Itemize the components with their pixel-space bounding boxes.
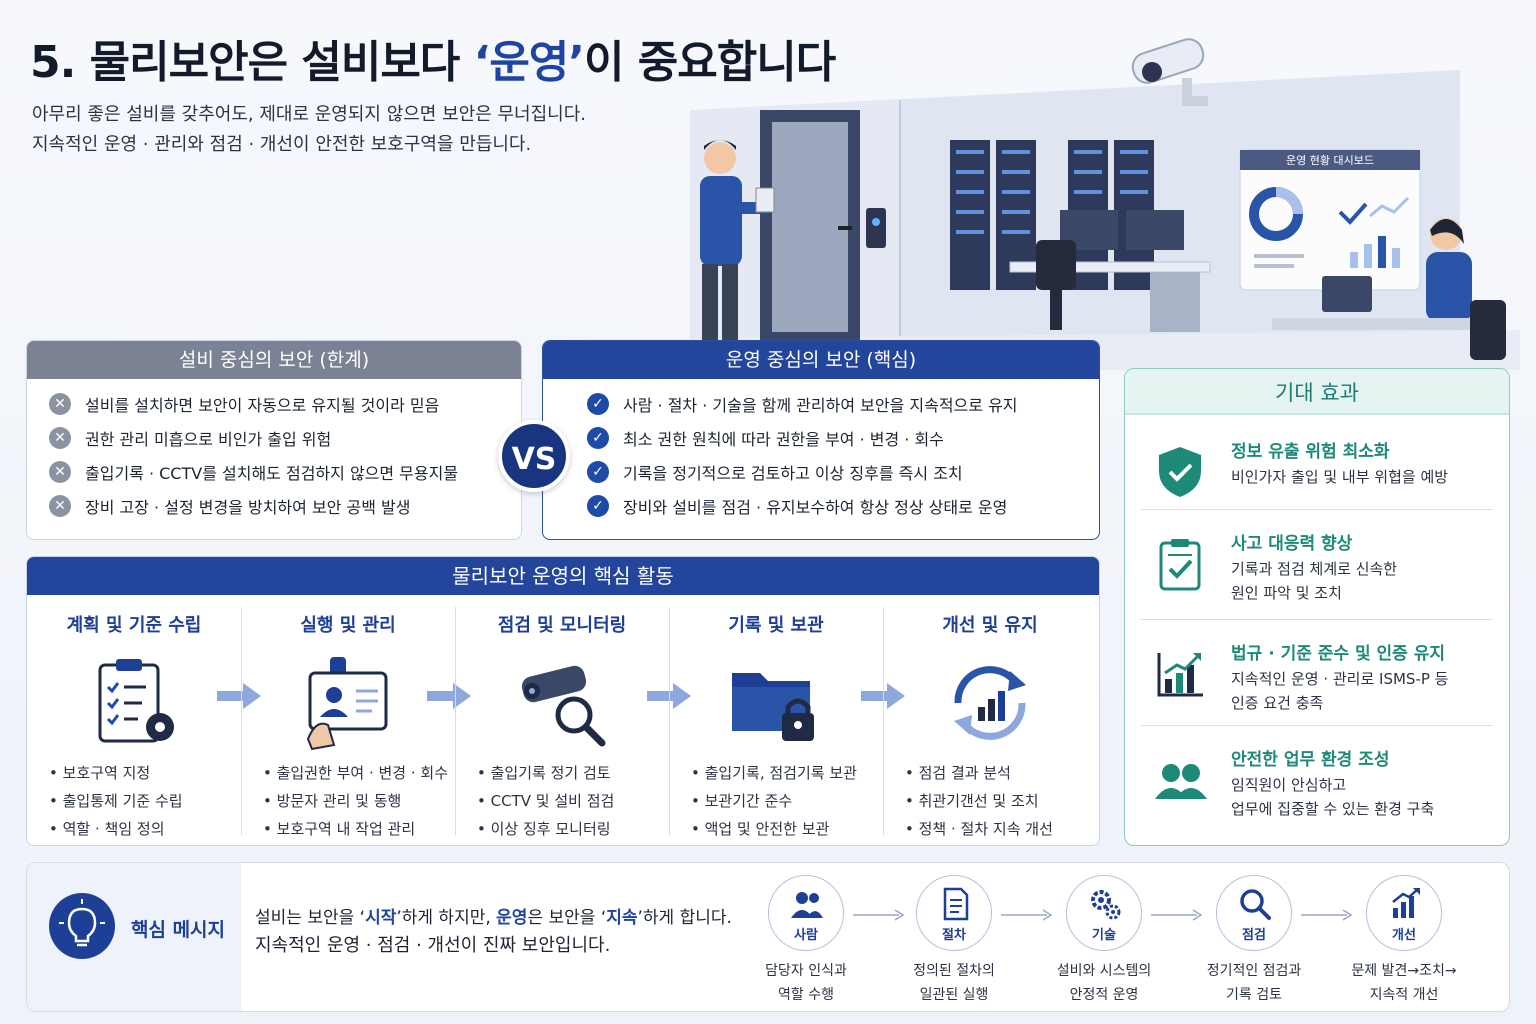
key-message-line2: 지속적인 운영 · 점검 · 개선이 진짜 보안입니다. xyxy=(255,935,611,956)
arrow-right-icon xyxy=(1151,909,1203,921)
intro-text-1: 아무리 좋은 설비를 갖추어도, 제대로 운영되지 않으면 보안은 무너집니다. xyxy=(32,104,587,125)
flow-node-improvement: 개선 문제 발견→조치→지속적 개선 xyxy=(1339,875,1469,1011)
activity-bullets: • 출입기록, 점검기록 보관 • 보관기간 준수 • 액업 및 안전한 보관 xyxy=(691,764,857,838)
monitor-desk-icon xyxy=(1009,210,1211,332)
dashboard-panel: 운영 현황 대시보드 xyxy=(1239,149,1421,291)
vs-badge: VS xyxy=(498,420,570,492)
key-message-panel: 핵심 메시지 설비는 보안을 ‘시작’하게 하지만, 운영은 보안을 ‘지속’하… xyxy=(26,862,1510,1012)
gears-icon xyxy=(1091,890,1121,920)
limit-list: ✕설비를 설치하면 보안이 자동으로 유지될 것이라 믿음 ✕권한 관리 미흡으… xyxy=(27,379,521,523)
intro-text-2: 지속적인 운영 · 관리와 점검 · 개선이 안전한 보호구역을 만듭니다. xyxy=(32,134,532,155)
activity-title: 점검 및 모니터링 xyxy=(497,615,627,636)
arrow-right-icon xyxy=(1301,909,1353,921)
lightbulb-icon xyxy=(49,893,115,959)
arrow-right-icon xyxy=(1001,909,1053,921)
core-item: ✓장비와 설비를 점검 · 유지보수하여 항상 정상 상태로 운영 xyxy=(587,489,1099,523)
cctv-camera-icon xyxy=(1131,38,1208,106)
core-activities-title: 물리보안 운영의 핵심 활동 xyxy=(27,557,1099,595)
bar-chart-up-icon xyxy=(1392,888,1420,918)
cycle-chart-icon xyxy=(954,666,1026,740)
activity-title: 계획 및 기준 수립 xyxy=(66,615,202,636)
activity-bullets: • 점검 결과 분석 • 취관기갠선 및 조치 • 정책 · 절차 지속 개선 xyxy=(905,764,1053,838)
cctv-magnifier-icon xyxy=(521,665,606,747)
limit-item: ✕설비를 설치하면 보안이 자동으로 유지될 것이라 믿음 xyxy=(49,387,521,421)
growth-chart-icon xyxy=(1157,653,1203,697)
users-icon xyxy=(1155,764,1207,799)
dashboard-label: 운영 현황 대시보드 xyxy=(1286,154,1374,167)
activity-step-monitor: 점검 및 모니터링 • 출입기록 정기 검토 • CCTV 및 설비 점검 • … xyxy=(455,605,669,839)
page-title: 5. 물리보안은 설비보다 ‘운영’이 중요합니다 xyxy=(30,37,836,88)
limit-item: ✕권한 관리 미흡으로 비인가 출입 위험 xyxy=(49,421,521,455)
activity-step-execute: 실행 및 관리 • 출입권한 부여 · 변경 · 회수 • 방문자 관리 및 동… xyxy=(241,605,455,839)
document-icon xyxy=(943,887,969,921)
x-circle-icon: ✕ xyxy=(49,461,71,483)
core-item: ✓기록을 정기적으로 검토하고 이상 징후를 즉시 조치 xyxy=(587,455,1099,489)
operation-centric-panel: 운영 중심의 보안 (핵심) ✓사람 · 절차 · 기술을 함께 관리하여 보안… xyxy=(542,340,1100,540)
activity-bullets: • 출입기록 정기 검토 • CCTV 및 설비 점검 • 이상 징후 모니터링 xyxy=(477,764,615,838)
door-icon xyxy=(760,110,886,340)
limit-item: ✕장비 고장 · 설정 변경을 방치하여 보안 공백 발생 xyxy=(49,489,521,523)
arrow-right-icon xyxy=(861,683,905,709)
id-card-icon xyxy=(306,657,388,751)
check-circle-icon: ✓ xyxy=(587,427,609,449)
activity-title: 기록 및 보관 xyxy=(728,615,824,636)
equipment-centric-panel: 설비 중심의 보안 (한계) ✕설비를 설치하면 보안이 자동으로 유지될 것이… xyxy=(26,340,522,540)
person-at-door-icon xyxy=(700,140,775,340)
limit-item: ✕출입기록 · CCTV를 설치해도 점검하지 않으면 무용지물 xyxy=(49,455,521,489)
secure-room-illustration: 운영 현황 대시보드 xyxy=(560,38,1520,370)
activity-title: 실행 및 관리 xyxy=(300,615,396,636)
activity-title: 개선 및 유지 xyxy=(942,615,1038,636)
core-activities-panel: 물리보안 운영의 핵심 활동 계획 및 기준 수립 • 보호구역 지정 • 출입… xyxy=(26,556,1100,846)
x-circle-icon: ✕ xyxy=(49,495,71,517)
arrow-right-icon xyxy=(217,683,261,709)
magnifier-icon xyxy=(1240,889,1271,920)
arrow-right-icon xyxy=(427,683,471,709)
equipment-centric-title: 설비 중심의 보안 (한계) xyxy=(27,341,521,379)
effect-item-compliance: 법규 · 기준 준수 및 인증 유지 지속적인 운영 · 관리로 ISMS-P … xyxy=(1125,627,1509,737)
key-message-label: 핵심 메시지 xyxy=(131,919,226,941)
activity-bullets: • 보호구역 지정 • 출입통제 기준 수립 • 역할 · 책임 정의 xyxy=(49,764,183,838)
activity-bullets: • 출입권한 부여 · 변경 · 회수 • 방문자 관리 및 동행 • 보호구역… xyxy=(263,764,449,838)
effect-item-leak: 정보 유출 위험 최소화 비인가자 출입 및 내부 위협을 예방 xyxy=(1125,425,1509,535)
activity-step-improve: 개선 및 유지 • 점검 결과 분석 • 취관기갠선 및 조치 • 정책 · 절… xyxy=(883,605,1097,839)
operation-centric-title: 운영 중심의 보안 (핵심) xyxy=(543,341,1099,379)
clipboard-check-icon xyxy=(1159,539,1201,591)
expected-effects-panel: 기대 효과 정보 유출 위험 최소화 비인가자 출입 및 내부 위협을 예방 사… xyxy=(1124,368,1510,846)
check-circle-icon: ✓ xyxy=(587,393,609,415)
activity-step-plan: 계획 및 기준 수립 • 보호구역 지정 • 출입통제 기준 수립 • 역할 ·… xyxy=(27,605,241,839)
operator-person-icon xyxy=(1272,218,1506,360)
x-circle-icon: ✕ xyxy=(49,393,71,415)
core-list: ✓사람 · 절차 · 기술을 함께 관리하여 보안을 지속적으로 유지 ✓최소 … xyxy=(543,379,1099,523)
check-circle-icon: ✓ xyxy=(587,495,609,517)
shield-check-icon xyxy=(1159,447,1201,497)
activity-step-record: 기록 및 보관 • 출입기록, 점검기록 보관 • 보관기간 준수 • 액업 및… xyxy=(669,605,883,839)
folder-lock-icon xyxy=(732,673,814,741)
core-item: ✓사람 · 절차 · 기술을 함께 관리하여 보안을 지속적으로 유지 xyxy=(587,387,1099,421)
arrow-right-icon xyxy=(647,683,691,709)
core-item: ✓최소 권한 원칙에 따라 권한을 부여 · 변경 · 회수 xyxy=(587,421,1099,455)
people-icon xyxy=(791,892,823,918)
clipboard-gear-icon xyxy=(98,659,174,743)
key-message-line1: 설비는 보안을 ‘시작’하게 하지만, 운영은 보안을 ‘지속’하게 합니다. xyxy=(255,908,732,928)
x-circle-icon: ✕ xyxy=(49,427,71,449)
check-circle-icon: ✓ xyxy=(587,461,609,483)
expected-effects-title: 기대 효과 xyxy=(1125,369,1509,415)
arrow-right-icon xyxy=(853,909,905,921)
